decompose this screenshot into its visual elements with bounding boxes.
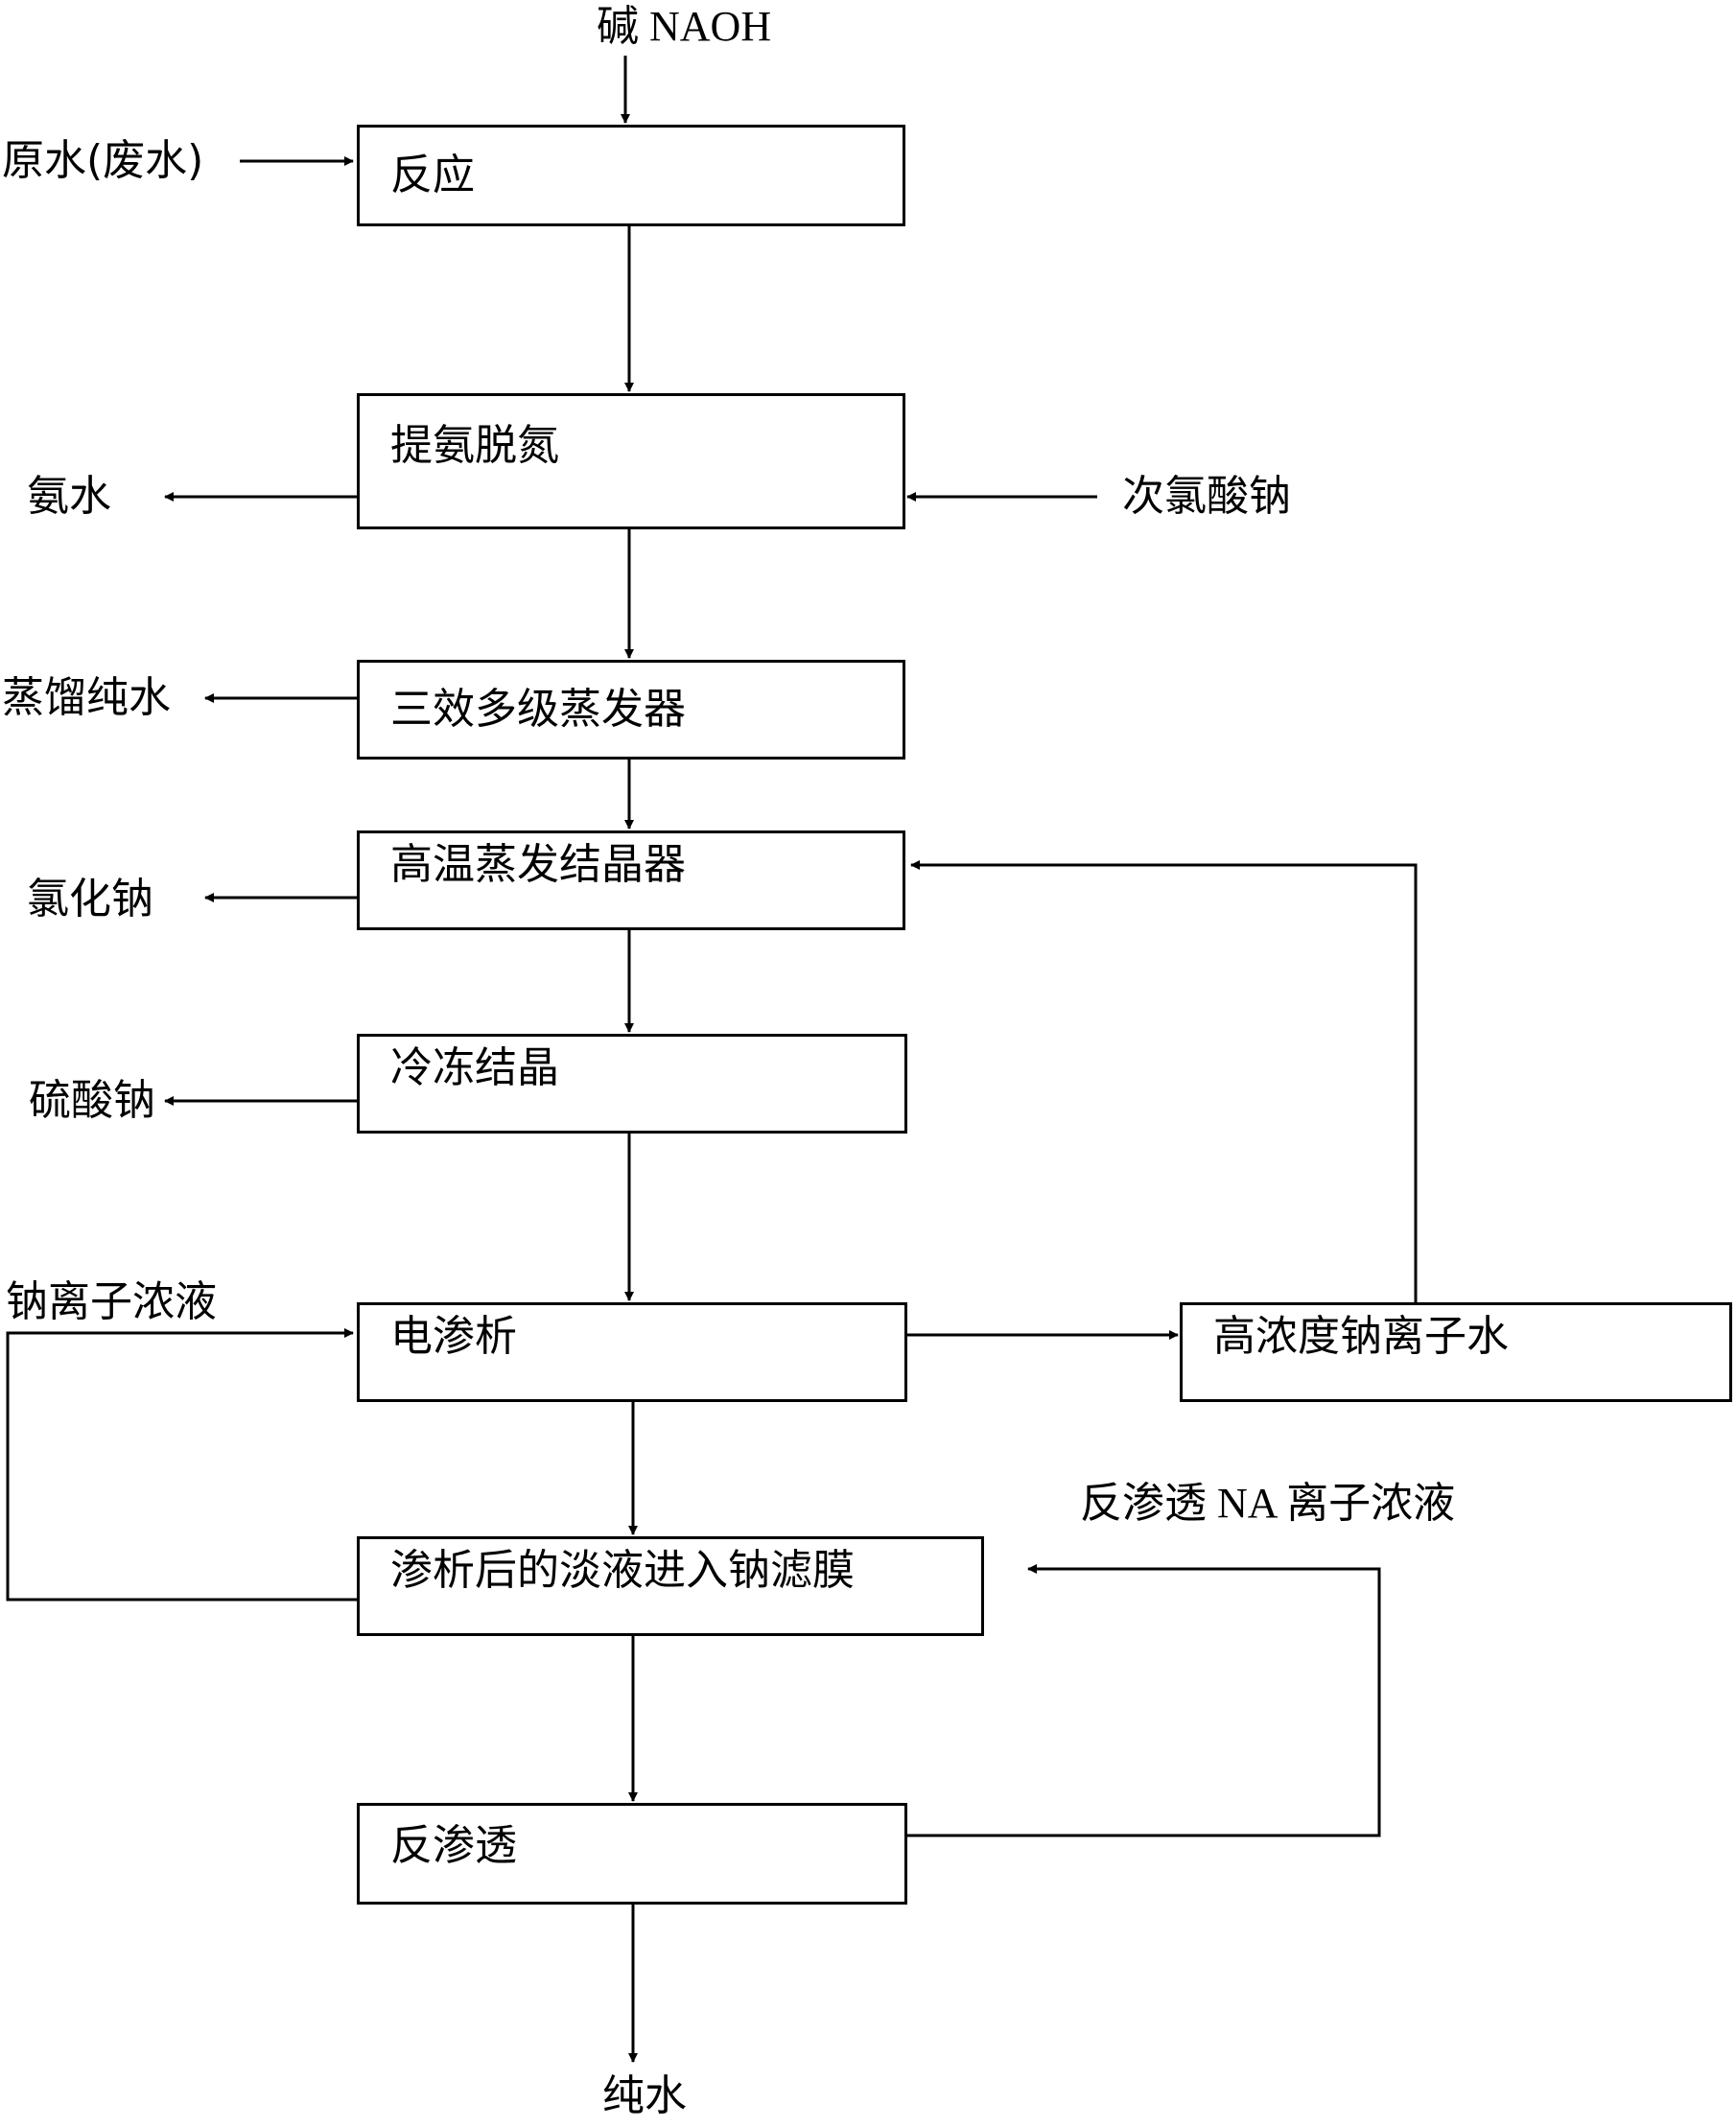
step-triple-effect-evaporator-label: 三效多级蒸发器 bbox=[390, 685, 686, 734]
input-raw-water: 原水(废水) bbox=[2, 136, 204, 185]
step-triple-effect-evaporator: 三效多级蒸发器 bbox=[357, 660, 905, 760]
output-sodium-sulfate: 硫酸钠 bbox=[29, 1076, 155, 1125]
step-nanofiltration-label: 渗析后的淡液进入钠滤膜 bbox=[390, 1546, 855, 1596]
step-reverse-osmosis: 反渗透 bbox=[357, 1803, 907, 1905]
arrow-nanofiltration-to-electrodialysis bbox=[6, 1328, 357, 1602]
step-high-conc-sodium-water-label: 高浓度钠离子水 bbox=[1213, 1312, 1509, 1362]
arrow-ro-to-nanofiltration bbox=[907, 1564, 1381, 1837]
step-nanofiltration: 渗析后的淡液进入钠滤膜 bbox=[357, 1536, 984, 1636]
input-sodium-ion-concentrate: 钠离子浓液 bbox=[6, 1277, 217, 1326]
step-freeze-crystallization: 冷冻结晶 bbox=[357, 1034, 907, 1134]
input-sodium-hypochlorite: 次氯酸钠 bbox=[1122, 472, 1291, 521]
arrow-high-conc-water-to-crystallizer bbox=[910, 860, 1418, 1302]
output-distilled-water: 蒸馏纯水 bbox=[2, 673, 171, 722]
step-reaction-label: 反应 bbox=[390, 151, 475, 199]
input-alkali: 碱 NAOH bbox=[597, 3, 772, 50]
step-high-temp-crystallizer-label: 高温蒸发结晶器 bbox=[390, 840, 686, 890]
step-reaction: 反应 bbox=[357, 125, 905, 226]
step-ammonia-stripping-label: 提氨脱氮 bbox=[390, 420, 559, 470]
input-ro-na-ion-concentrate: 反渗透 NA 离子浓液 bbox=[1080, 1480, 1456, 1527]
step-high-temp-crystallizer: 高温蒸发结晶器 bbox=[357, 830, 905, 930]
step-high-conc-sodium-water: 高浓度钠离子水 bbox=[1180, 1302, 1732, 1402]
output-sodium-chloride: 氯化钠 bbox=[27, 875, 153, 924]
step-electrodialysis: 电渗析 bbox=[357, 1302, 907, 1402]
step-ammonia-stripping: 提氨脱氮 bbox=[357, 393, 905, 529]
step-electrodialysis-label: 电渗析 bbox=[390, 1312, 517, 1362]
output-pure-water: 纯水 bbox=[602, 2071, 687, 2120]
output-ammonia-water: 氨水 bbox=[27, 472, 111, 521]
step-reverse-osmosis-label: 反渗透 bbox=[390, 1821, 517, 1870]
step-freeze-crystallization-label: 冷冻结晶 bbox=[390, 1043, 559, 1093]
